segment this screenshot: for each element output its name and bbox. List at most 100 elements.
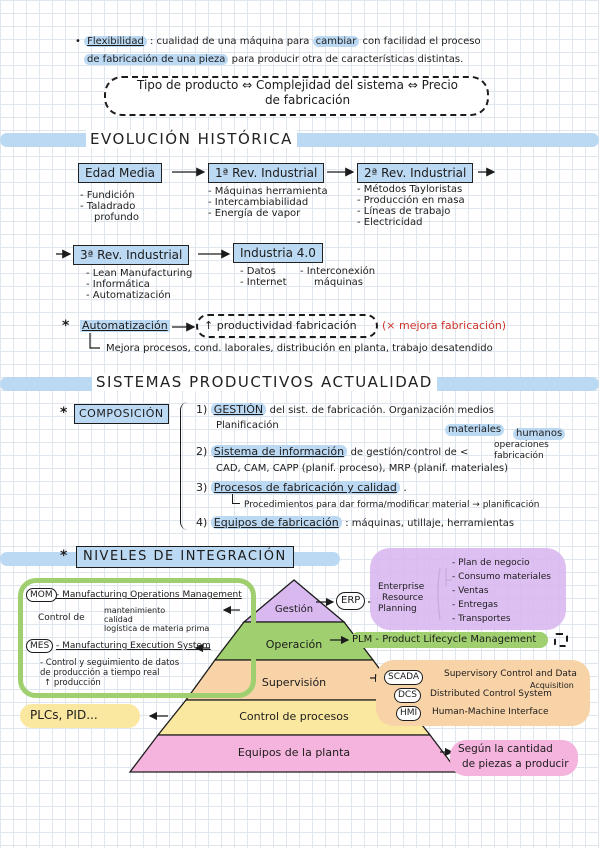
- list-item: - Entregas: [452, 600, 498, 610]
- item-rest: de gestión/control de <: [350, 447, 469, 458]
- stage-box-3-rev: 3ª Rev. Industrial: [73, 245, 190, 265]
- list-3-rev: - Lean Manufacturing - Informática - Aut…: [86, 268, 192, 301]
- star-icon: *: [62, 318, 70, 334]
- cloud-text: Tipo de producto ⇔ Complejidad del siste…: [110, 78, 485, 108]
- list-item: - Métodos Tayloristas: [357, 184, 463, 195]
- section-title-sistemas: SISTEMAS PRODUCTIVOS ACTUALIDAD: [92, 373, 437, 391]
- plcs-text: PLCs, PID...: [30, 708, 98, 722]
- list-item: - Internet: [240, 277, 287, 288]
- list-item: - Lean Manufacturing: [86, 268, 193, 279]
- dcs-tag: DCS: [394, 688, 421, 703]
- list-item: Enterprise: [378, 582, 425, 592]
- list-item: máquinas: [314, 277, 364, 288]
- erp-tag: ERP: [336, 592, 366, 610]
- pink-highlight: [450, 740, 578, 776]
- brace: [180, 402, 190, 530]
- composicion-item-3: 3) Procesos de fabricación y calidad .: [196, 481, 407, 494]
- list-item: calidad: [104, 615, 133, 624]
- dcs-text: Distributed Control System: [430, 689, 552, 699]
- list-item: - Fundición: [80, 190, 135, 201]
- item-num: 4): [196, 516, 208, 529]
- scada-tag: SCADA: [384, 670, 424, 685]
- mom-control: Control de: [38, 613, 85, 623]
- tag-humanos: humanos: [513, 428, 566, 440]
- stage-box-edad-media: Edad Media: [78, 163, 163, 183]
- list-item: profundo: [94, 212, 140, 223]
- highlight-fabricacion: de fabricación de una pieza: [84, 54, 229, 65]
- section-title-historia: EVOLUCIÓN HISTÓRICA: [86, 130, 297, 148]
- mejora-note: (× mejora fabricación): [382, 319, 507, 332]
- mes-text: - Manufacturing Execution System: [56, 641, 211, 651]
- list-industria-40-b: - Interconexión máquinas: [300, 266, 375, 288]
- tag-materiales: materiales: [445, 424, 505, 436]
- list-item: - Datos: [240, 266, 276, 277]
- mes-tag: MES: [26, 639, 54, 653]
- mom-list: mantenimiento calidad logística de mater…: [104, 606, 209, 633]
- item-num: 2): [196, 445, 208, 458]
- highlight-cambiar: cambiar: [312, 36, 360, 47]
- list-item: - Intercambiabilidad: [208, 197, 309, 208]
- composicion-item-2: 2) Sistema de información de gestión/con…: [196, 445, 469, 459]
- pyramid-label-control: Control de procesos: [239, 710, 349, 723]
- list-item: - Producción en masa: [357, 195, 465, 206]
- list-item: logística de materia prima: [104, 624, 210, 633]
- composicion-item-2-line2: CAD, CAM, CAPP (planif. proceso), MRP (p…: [216, 463, 508, 474]
- composicion-item-4: 4) Equipos de fabricación : máquinas, ut…: [196, 516, 515, 530]
- stage-box-industria-40: Industria 4.0: [233, 243, 323, 263]
- term-flexibilidad: Flexibilidad: [84, 36, 147, 47]
- mom-tag: MOM: [26, 588, 57, 602]
- list-item: Planning: [378, 604, 417, 614]
- scada-text-2: Acquisition: [530, 681, 574, 690]
- list-item: - Transportes: [452, 614, 511, 624]
- composicion-item-1: 1) GESTIÓN del sist. de fabricación. Org…: [196, 403, 494, 417]
- list-item: - Taladrado: [80, 201, 136, 212]
- bullet: •: [75, 36, 81, 47]
- mes-list: - Control y seguimiento de datos de prod…: [40, 658, 179, 688]
- green-frame: [18, 578, 256, 698]
- side-operaciones: operaciones: [494, 440, 549, 450]
- composicion-item-1-line2: Planificación: [216, 420, 279, 431]
- cloud-line-2: de fabricación: [264, 93, 351, 107]
- list-edad-media: - Fundición - Taladrado profundo: [80, 190, 139, 223]
- equipos-note-line-1: Según la cantidad: [458, 743, 553, 755]
- item-key: Procesos de fabricación y calidad: [210, 481, 400, 494]
- productividad-cloud: [196, 314, 378, 338]
- list-item: - Líneas de trabajo: [357, 206, 451, 217]
- list-item: - Máquinas herramienta: [208, 186, 328, 197]
- item-key: Equipos de fabricación: [210, 516, 342, 529]
- item-rest: : máquinas, utillaje, herramientas: [345, 518, 515, 529]
- list-item: mantenimiento: [104, 606, 166, 615]
- cloud-line-1: Tipo de producto ⇔ Complejidad del siste…: [136, 78, 459, 92]
- flexibilidad-line-2: de fabricación de una pieza para produci…: [84, 54, 463, 66]
- list-item: - Consumo materiales: [452, 572, 551, 582]
- list-item: - Ventas: [452, 586, 489, 596]
- side-fabricacion: fabricación: [494, 451, 544, 461]
- composicion-item-3-line2: Procedimientos para dar forma/modificar …: [244, 500, 540, 510]
- item-key: Sistema de información: [210, 445, 348, 458]
- arrow-sub: [89, 333, 100, 349]
- definition-part-1: : cualidad de una máquina para: [150, 36, 310, 47]
- list-item: - Plan de negocio: [452, 558, 530, 568]
- equipos-note-line-2: de piezas a producir: [462, 758, 569, 770]
- item-key: GESTIÓN: [210, 403, 267, 416]
- flexibilidad-line-1: • Flexibilidad : cualidad de una máquina…: [75, 36, 481, 48]
- definition-part-3: para producir otra de características di…: [231, 54, 464, 65]
- item-rest: .: [403, 481, 407, 494]
- list-item: de producción a tiempo real: [40, 668, 160, 678]
- item-rest: del sist. de fabricación. Organización m…: [269, 405, 494, 416]
- plcs-highlight: [20, 704, 140, 728]
- erp-words: Enterprise Resource Planning: [378, 582, 424, 615]
- hmi-tag: HMI: [396, 706, 422, 721]
- list-2-rev: - Métodos Tayloristas - Producción en ma…: [357, 184, 465, 228]
- definition-part-2: con facilidad el proceso: [362, 36, 481, 47]
- list-item: Resource: [382, 593, 424, 603]
- plm-highlight: [350, 632, 548, 648]
- plm-text: PLM - Product Lifecycle Management: [352, 634, 537, 645]
- stage-box-1-rev: 1ª Rev. Industrial: [208, 163, 325, 183]
- pyramid-label-equipos: Equipos de la planta: [237, 746, 351, 759]
- hmi-text: Human-Machine Interface: [432, 707, 549, 717]
- item-num: 1): [196, 403, 208, 416]
- list-item: - Informática: [86, 279, 150, 290]
- equipos-note: Según la cantidad de piezas a producir: [458, 742, 569, 772]
